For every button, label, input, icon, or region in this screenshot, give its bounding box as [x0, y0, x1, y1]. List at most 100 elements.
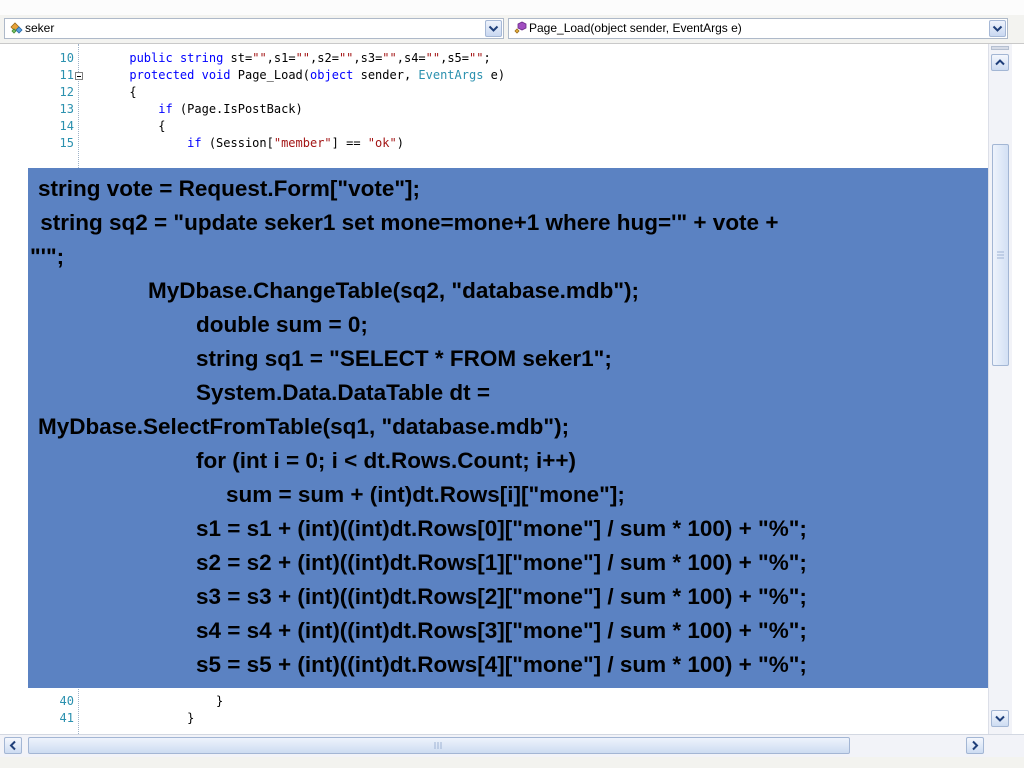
overlay-code-line: s4 = s4 + (int)((int)dt.Rows[3]["mone"] … — [196, 618, 807, 643]
overlay-code-line: s3 = s3 + (int)((int)dt.Rows[2]["mone"] … — [196, 584, 807, 609]
scroll-up-button[interactable] — [991, 54, 1009, 71]
code-line: } — [86, 710, 194, 727]
code-token: (Page.IsPostBack) — [172, 102, 303, 116]
code-token: ] == — [331, 136, 368, 150]
line-number: 13 — [59, 102, 74, 116]
line-number: 12 — [59, 85, 74, 99]
overlay-code-line: s1 = s1 + (int)((int)dt.Rows[0]["mone"] … — [196, 516, 807, 541]
code-token: ,s4= — [396, 51, 426, 65]
code-token: "ok" — [367, 136, 397, 150]
code-token — [86, 136, 187, 150]
code-token: st= — [223, 51, 253, 65]
code-token: ) — [396, 136, 404, 150]
line-number: 10 — [59, 51, 74, 65]
code-token: "" — [252, 51, 267, 65]
navigation-bar: seker Page_Load(object sender, EventArgs… — [0, 15, 1024, 44]
overlay-code-line: for (int i = 0; i < dt.Rows.Count; i++) — [196, 448, 577, 473]
splitter-handle[interactable] — [991, 46, 1009, 50]
code-token: "" — [469, 51, 484, 65]
code-token — [86, 51, 129, 65]
line-number: 15 — [59, 136, 74, 150]
code-token: public — [129, 51, 173, 65]
overlay-code-line: System.Data.DataTable dt = — [196, 380, 491, 405]
overlay-code-line: s2 = s2 + (int)((int)dt.Rows[1]["mone"] … — [196, 550, 807, 575]
overlay-code-line: "'"; — [30, 244, 65, 269]
vertical-scrollbar[interactable] — [988, 44, 1012, 734]
member-combo-value: Page_Load(object sender, EventArgs e) — [529, 21, 742, 35]
code-line: protected void Page_Load(object sender, … — [86, 67, 505, 84]
code-line: } — [86, 693, 223, 710]
code-token: ,s2= — [310, 51, 339, 65]
chevron-right-icon — [972, 740, 979, 751]
line-number: 40 — [59, 694, 74, 708]
chevron-down-icon — [995, 715, 1005, 722]
code-token: string — [179, 51, 224, 65]
code-token: ,s3= — [353, 51, 383, 65]
overlay-code-line: MyDbase.SelectFromTable(sq1, "database.m… — [38, 414, 570, 439]
grip-icon — [997, 251, 1004, 259]
scroll-right-button[interactable] — [966, 737, 984, 754]
overlay-code-line: sum = sum + (int)dt.Rows[i]["mone"]; — [226, 482, 625, 507]
code-line: if (Page.IsPostBack) — [86, 101, 303, 118]
collapse-toggle-icon[interactable] — [75, 72, 83, 80]
code-token: ,s5= — [440, 51, 470, 65]
scroll-left-button[interactable] — [4, 737, 22, 754]
code-token: protected — [129, 68, 195, 82]
overlay-code-line: string sq1 = "SELECT * FROM seker1"; — [196, 346, 612, 371]
chevron-left-icon — [9, 740, 16, 751]
code-token: { — [86, 119, 166, 133]
code-line: { — [86, 118, 165, 135]
code-token: void — [201, 68, 231, 82]
code-line: public string st="",s1="",s2="",s3="",s4… — [86, 50, 491, 67]
chevron-down-icon — [992, 25, 1003, 32]
status-strip — [0, 757, 1024, 768]
overlay-code-line: string sq2 = "update seker1 set mone=mon… — [34, 210, 779, 235]
code-token: if — [187, 136, 202, 150]
code-token: object — [310, 68, 354, 82]
window-top-edge — [0, 0, 1024, 16]
code-token: { — [86, 85, 137, 99]
member-combo-dropdown-button[interactable] — [989, 20, 1006, 37]
code-token: Page_Load( — [230, 68, 311, 82]
code-token: "" — [425, 51, 441, 65]
scroll-down-button[interactable] — [991, 710, 1009, 727]
code-token: ; — [483, 51, 491, 65]
overlay-code-line: MyDbase.ChangeTable(sq2, "database.mdb")… — [148, 278, 640, 303]
class-icon — [9, 21, 25, 36]
code-token: "" — [338, 51, 354, 65]
code-token: e) — [483, 68, 506, 82]
code-line: if (Session["member"] == "ok") — [86, 135, 404, 152]
line-number: 14 — [59, 119, 74, 133]
code-token — [86, 68, 129, 82]
code-token — [173, 51, 180, 65]
line-number: 41 — [59, 711, 74, 725]
code-token: ,s1= — [266, 51, 296, 65]
overlay-code-line: string vote = Request.Form["vote"]; — [38, 176, 421, 201]
overlay-code-line: double sum = 0; — [196, 312, 368, 337]
code-token: if — [158, 102, 173, 116]
horizontal-scrollbar[interactable] — [0, 734, 1024, 757]
code-token: "" — [382, 51, 397, 65]
vertical-scroll-thumb[interactable] — [992, 144, 1009, 366]
code-token: } — [86, 711, 195, 725]
class-combo-value: seker — [25, 21, 55, 35]
class-combo[interactable]: seker — [4, 18, 504, 39]
overlay-code-line: s5 = s5 + (int)((int)dt.Rows[4]["mone"] … — [196, 652, 807, 677]
code-line: { — [86, 84, 137, 101]
horizontal-scroll-thumb[interactable] — [28, 737, 850, 754]
grip-icon — [434, 742, 442, 749]
code-token: (Session[ — [201, 136, 274, 150]
code-token: } — [86, 694, 224, 708]
member-combo[interactable]: Page_Load(object sender, EventArgs e) — [508, 18, 1008, 39]
code-token: "" — [295, 51, 311, 65]
code-snippet-overlay: string vote = Request.Form["vote"]; stri… — [28, 168, 996, 688]
code-token: "member" — [273, 136, 332, 150]
code-token — [194, 68, 201, 82]
code-token — [86, 102, 158, 116]
chevron-up-icon — [995, 59, 1005, 66]
chevron-down-icon — [488, 25, 499, 32]
method-icon — [513, 21, 529, 36]
class-combo-dropdown-button[interactable] — [485, 20, 502, 37]
code-token: sender, — [353, 68, 419, 82]
line-number: 11 — [59, 68, 74, 82]
